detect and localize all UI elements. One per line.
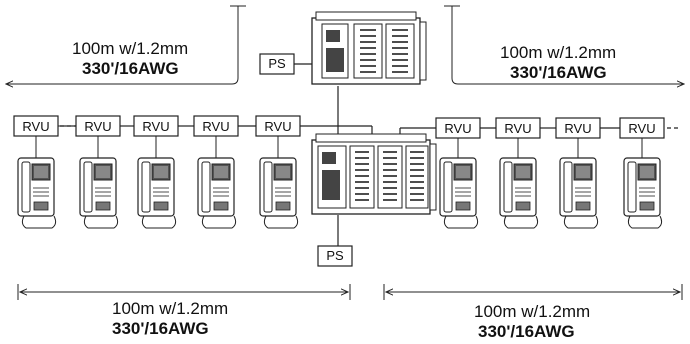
video-monitor-icon (197, 157, 237, 229)
distance-bottom-right-line2: 330'/16AWG (478, 322, 575, 341)
video-monitor-icon (559, 157, 599, 229)
distance-top-right-line2: 330'/16AWG (510, 63, 607, 82)
distance-arrows-top (6, 5, 684, 84)
video-monitor-icon (259, 157, 299, 229)
rvu-label: RVU (444, 121, 472, 136)
video-monitor-icon (79, 157, 119, 229)
video-monitor-icon (623, 157, 663, 229)
entrance-panel-top (311, 11, 427, 85)
rvu-group (13, 115, 665, 160)
distance-top-left-line1: 100m w/1.2mm (72, 39, 189, 58)
ps-label-top: PS (268, 56, 286, 71)
video-monitor-icon (137, 157, 177, 229)
rvu-label: RVU (202, 119, 230, 134)
video-monitor-icon (499, 157, 539, 229)
rvu-label: RVU (22, 119, 50, 134)
distance-arrows-bottom (17, 284, 683, 300)
bus-lines (60, 63, 678, 246)
distance-bottom-left-line2: 330'/16AWG (112, 319, 209, 338)
entrance-panel-bottom (311, 133, 437, 215)
rvu-label: RVU (564, 121, 592, 136)
rvu-label: RVU (628, 121, 656, 136)
rvu-label: RVU (84, 119, 112, 134)
video-monitor-icon (17, 157, 57, 229)
ps-box-bottom (317, 245, 353, 267)
video-monitor-icon (439, 157, 479, 229)
distance-top-left-line2: 330'/16AWG (82, 59, 179, 78)
rvu-label: RVU (142, 119, 170, 134)
rvu-label: RVU (504, 121, 532, 136)
ps-box-top (259, 53, 295, 75)
distance-bottom-right-line1: 100m w/1.2mm (474, 302, 591, 321)
distance-top-right-line1: 100m w/1.2mm (500, 43, 617, 62)
distance-bottom-left-line1: 100m w/1.2mm (112, 299, 229, 318)
rvu-label: RVU (264, 119, 292, 134)
ps-label-bottom: PS (326, 248, 344, 263)
